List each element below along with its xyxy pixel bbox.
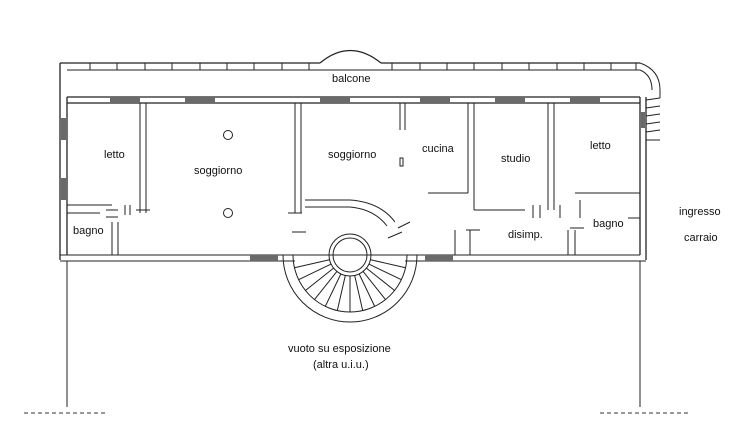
stair-tread	[336, 275, 346, 311]
stair-tread	[370, 259, 406, 269]
stair-tread	[324, 273, 342, 307]
label-carraio: carraio	[684, 232, 718, 244]
stair-tread	[294, 259, 330, 269]
column-icon	[399, 157, 404, 167]
room-label-bagno-left: bagno	[73, 225, 104, 237]
stair-tread	[354, 275, 364, 311]
room-label-letto-left: letto	[104, 149, 125, 161]
boundary-lines	[24, 261, 688, 414]
stair-tread	[305, 267, 334, 291]
room-labels: balcone letto soggiorno soggiorno cucina…	[73, 73, 721, 371]
stair-tread	[298, 263, 332, 281]
label-altra-uiu: (altra u.i.u.)	[313, 359, 369, 371]
room-label-bagno-right: bagno	[593, 218, 624, 230]
room-label-soggiorno-1: soggiorno	[194, 165, 242, 177]
stair-tread	[358, 273, 376, 307]
fixtures	[223, 130, 404, 218]
stair-tread	[366, 267, 395, 291]
windows	[61, 97, 645, 261]
light-fixture-icon	[223, 130, 233, 140]
stair-tread	[368, 263, 402, 281]
label-vuoto: vuoto su esposizione	[288, 343, 391, 355]
balcony-outline	[60, 50, 661, 98]
room-label-studio: studio	[501, 153, 530, 165]
light-fixture-icon	[223, 208, 233, 218]
room-label-letto-right: letto	[590, 140, 611, 152]
stair-tread	[362, 271, 386, 300]
room-label-disimp: disimp.	[508, 229, 543, 241]
internal-walls	[67, 103, 640, 255]
room-label-balcone: balcone	[332, 73, 371, 85]
room-label-soggiorno-2: soggiorno	[328, 149, 376, 161]
external-walls	[59, 63, 661, 262]
stair-tread	[314, 271, 338, 300]
room-label-cucina: cucina	[422, 143, 455, 155]
spiral-staircase	[282, 199, 418, 323]
label-ingresso: ingresso	[679, 206, 721, 218]
